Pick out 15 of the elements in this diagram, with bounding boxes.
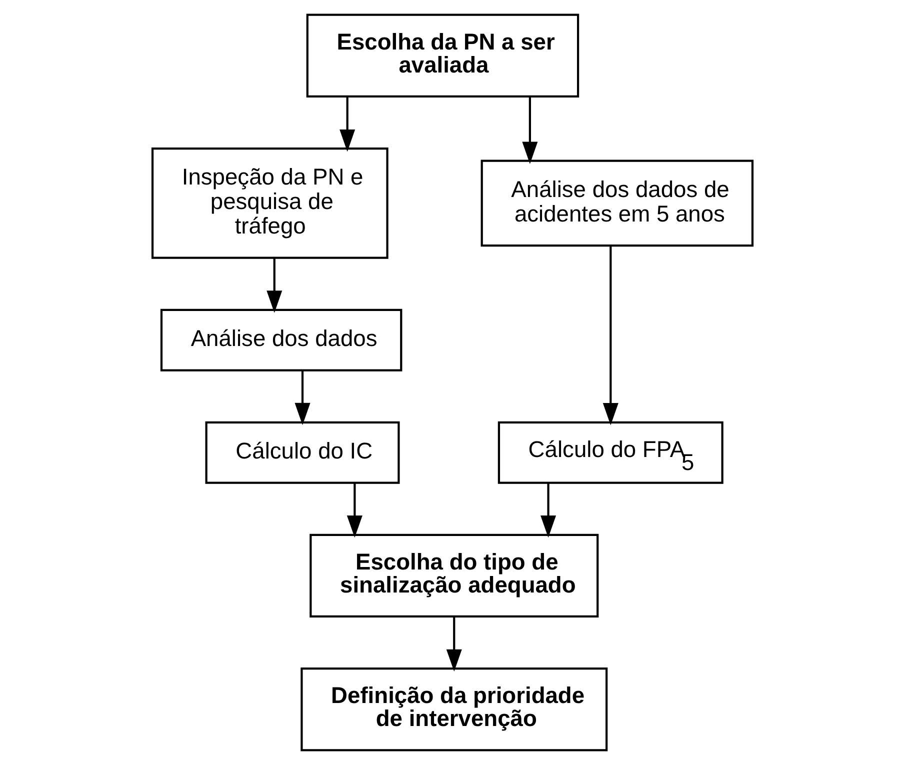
arrow [522,96,538,164]
arrow [266,258,282,313]
arrow [446,616,462,672]
node-box: Análise dos dados [160,308,402,372]
arrow [294,370,310,426]
node-box: Definição da prioridade de intervenção [300,668,608,752]
arrow [540,483,556,538]
node-box: Análise dos dados de acidentes em 5 anos [480,160,754,247]
arrow [339,96,355,152]
node-box: Escolha da PN a ser avaliada [306,14,579,98]
node-box: Escolha do tipo de sinalização adequado [309,534,598,618]
arrow [346,483,362,538]
node-box: Inspeção da PN e pesquisa de tráfego [150,148,388,259]
node-box: Cálculo do IC [204,421,400,484]
arrow [602,246,618,426]
